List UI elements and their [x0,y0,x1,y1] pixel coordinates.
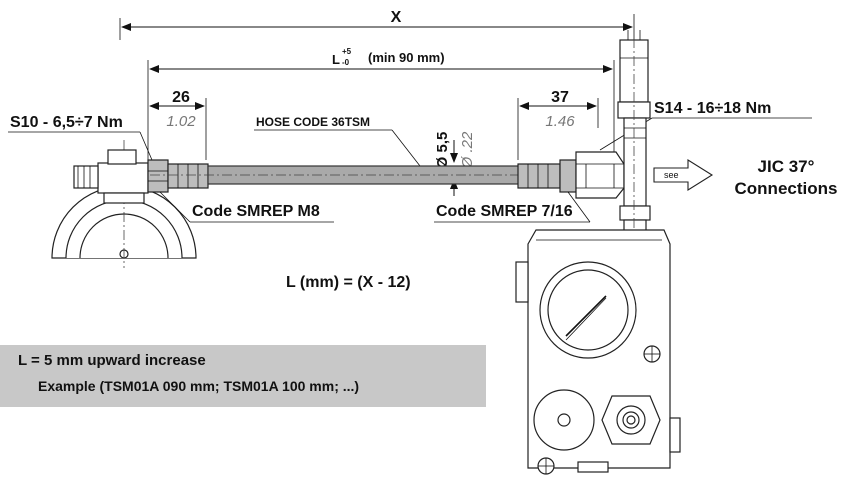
dimension-left-fitting: 26 1.02 [149,89,207,160]
torque-right-label: S14 - 16÷18 Nm [654,100,771,117]
note-box [0,345,486,407]
code-right-label: Code SMREP 7/16 [436,203,573,220]
dimension-dia-in: Ø .22 [459,131,476,169]
left-valve-body [51,140,197,268]
dimension-l-symbol: L [332,52,340,67]
see-arrow: see [653,159,714,191]
torque-left-callout: S10 - 6,5÷7 Nm [8,114,153,161]
note-line1: L = 5 mm upward increase [18,352,206,369]
jic-label-line2: Connections [735,179,838,198]
note-line2: Example (TSM01A 090 mm; TSM01A 100 mm; .… [38,378,360,394]
dimension-left-in: 1.02 [166,113,196,130]
code-right-callout: Code SMREP 7/16 [434,191,591,223]
dimension-right-in: 1.46 [545,113,575,130]
hose [150,165,640,185]
dimension-right-fitting: 37 1.46 [517,89,599,160]
gauge-housing [515,229,681,475]
right-vertical-stem [617,20,651,260]
length-formula: L (mm) = (X - 12) [286,274,411,291]
dimension-dia-mm: Ø 5,5 [434,132,451,169]
see-label: see [664,170,679,180]
dimension-left-mm: 26 [172,89,190,106]
torque-left-label: S10 - 6,5÷7 Nm [10,114,123,131]
code-left-label: Code SMREP M8 [192,203,320,220]
hose-code-label: HOSE CODE 36TSM [256,115,370,129]
dimension-x: X [119,9,635,40]
dimension-l-tol-plus: +5 [342,47,352,56]
hose-code-callout: HOSE CODE 36TSM [254,115,421,167]
jic-label-line1: JIC 37° [758,157,815,176]
dimension-l: L +5 -0 (min 90 mm) [147,47,615,160]
dimension-x-label: X [391,9,402,26]
code-left-callout: Code SMREP M8 [159,191,334,223]
right-fitting [517,151,625,199]
dimension-diameter: Ø 5,5 Ø .22 [434,131,476,196]
dimension-l-tol-minus: -0 [342,58,350,67]
dimension-l-min: (min 90 mm) [368,50,445,65]
left-fitting [147,159,209,193]
dimension-right-mm: 37 [551,89,569,106]
